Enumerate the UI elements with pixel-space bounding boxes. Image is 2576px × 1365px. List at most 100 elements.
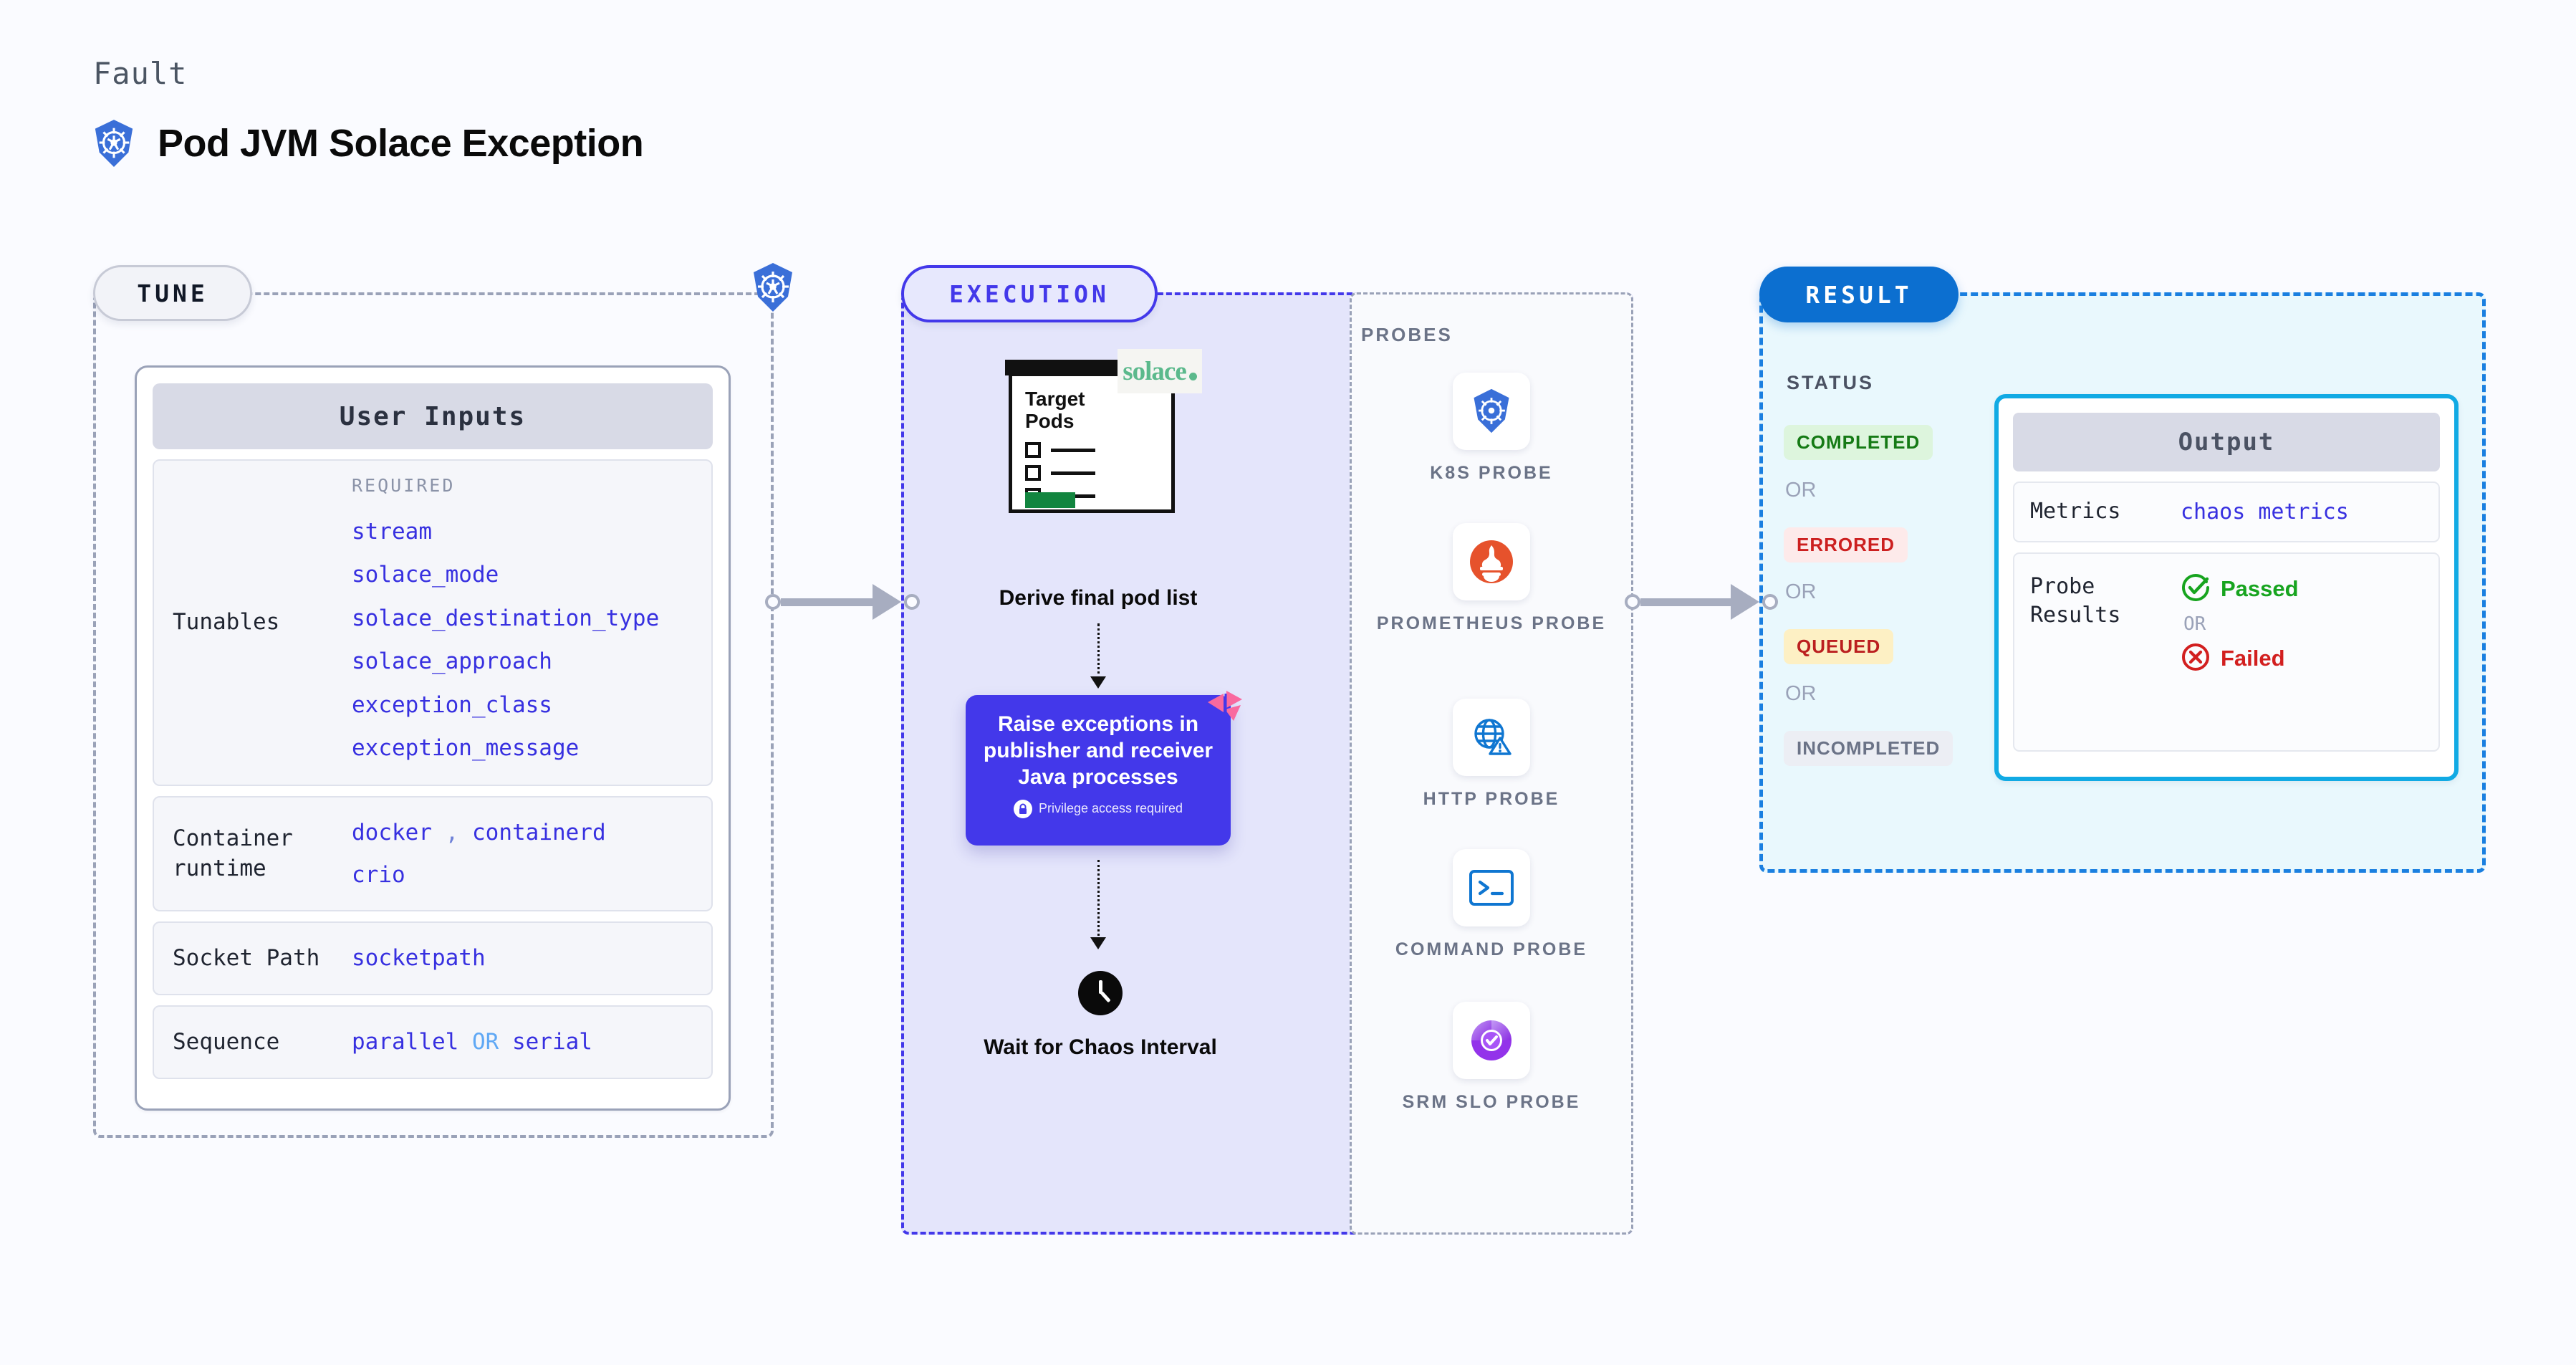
runtime-docker[interactable]: docker	[352, 819, 432, 846]
status-or-separator: OR	[1785, 682, 1817, 705]
runtime-containerd[interactable]: containerd	[472, 819, 606, 846]
probe-label: COMMAND PROBE	[1395, 939, 1588, 959]
probe-results-values: Passed OR Failed	[2181, 573, 2299, 676]
kubernetes-icon	[749, 262, 797, 312]
srm-slo-icon	[1453, 1002, 1530, 1079]
probe-results-or: OR	[2183, 613, 2206, 635]
result-stage-pill[interactable]: RESULT	[1759, 267, 1959, 322]
flow-arrow-line	[1097, 623, 1100, 679]
metrics-value[interactable]: chaos metrics	[2181, 499, 2349, 525]
solace-wordmark: solace	[1123, 356, 1187, 386]
eyebrow-label: Fault	[93, 56, 188, 91]
pod-list-item	[1025, 465, 1095, 481]
wait-for-chaos-interval-caption: Wait for Chaos Interval	[984, 1035, 1217, 1059]
kubernetes-icon	[1453, 373, 1530, 450]
probe-srm-slo[interactable]: SRM SLO PROBE	[1350, 1002, 1633, 1115]
status-or-separator: OR	[1785, 580, 1817, 603]
list-dash	[1051, 448, 1095, 452]
status-or-separator: OR	[1785, 479, 1817, 502]
connector-start-dot	[1625, 594, 1640, 610]
status-badge-incompleted: INCOMPLETED	[1784, 731, 1953, 766]
action-card[interactable]: Raise exceptions in publisher and receiv…	[966, 691, 1242, 846]
probe-results-row: Probe Results Passed OR	[2013, 552, 2440, 752]
flow-arrow-head	[1090, 937, 1106, 949]
clock-icon	[1078, 971, 1123, 1015]
socket-path-value[interactable]: socketpath	[352, 945, 486, 972]
probe-result-failed: Failed	[2181, 642, 2299, 676]
status-title: STATUS	[1787, 372, 1874, 393]
check-circle-icon	[2181, 573, 2211, 606]
status-badge-completed: COMPLETED	[1784, 425, 1933, 460]
connector-end-dot	[904, 594, 920, 610]
privilege-note-text: Privilege access required	[1038, 801, 1183, 816]
sequence-values: parallel OR serial	[352, 1021, 592, 1063]
probe-result-passed: Passed	[2181, 573, 2299, 606]
action-card-text: Raise exceptions in publisher and receiv…	[983, 712, 1213, 790]
failed-label: Failed	[2221, 646, 2285, 671]
tunable-stream[interactable]: stream	[352, 519, 432, 545]
tunable-exception-class[interactable]: exception_class	[352, 691, 552, 718]
tunables-values: REQUIRED stream solace_mode solace_desti…	[352, 475, 659, 770]
output-card: Output Metrics chaos metrics Probe Resul…	[1994, 394, 2459, 781]
tunable-solace-destination-type[interactable]: solace_destination_type	[352, 605, 660, 631]
probe-results-label: Probe Results	[2030, 573, 2121, 628]
container-runtime-row: Container runtime docker , containerd cr…	[153, 795, 713, 912]
connector-arrowhead	[873, 584, 901, 620]
page-title-row: Pod JVM Solace Exception	[92, 119, 644, 168]
pod-card-title-line1: Target	[1025, 388, 1085, 410]
prometheus-icon	[1453, 523, 1530, 600]
probe-command[interactable]: COMMAND PROBE	[1350, 849, 1633, 962]
solace-logo: solace	[1118, 349, 1202, 393]
tunables-label: Tunables	[173, 608, 280, 635]
sequence-serial[interactable]: serial	[511, 1029, 592, 1055]
connector-arrowhead	[1731, 584, 1759, 620]
probes-title: PROBES	[1361, 324, 1453, 345]
checkbox-icon	[1025, 465, 1041, 481]
status-badge-errored: ERRORED	[1784, 527, 1908, 562]
connector-line	[781, 598, 874, 606]
page-title: Pod JVM Solace Exception	[158, 122, 644, 165]
connector-end-dot	[1762, 594, 1778, 610]
connector-tune-to-execution	[765, 584, 920, 620]
passed-label: Passed	[2221, 576, 2299, 601]
lock-icon	[1013, 799, 1032, 818]
pod-list-item	[1025, 442, 1095, 458]
kubernetes-icon	[92, 119, 136, 168]
tunable-exception-message[interactable]: exception_message	[352, 735, 580, 762]
probe-label: K8S PROBE	[1430, 463, 1553, 483]
runtime-crio[interactable]: crio	[352, 861, 405, 888]
privilege-note-row: Privilege access required	[977, 799, 1219, 818]
tunable-solace-approach[interactable]: solace_approach	[352, 648, 552, 675]
metrics-row: Metrics chaos metrics	[2013, 482, 2440, 542]
tunable-solace-mode[interactable]: solace_mode	[352, 562, 499, 588]
probe-prometheus[interactable]: PROMETHEUS PROBE	[1350, 523, 1633, 636]
probe-label: HTTP PROBE	[1423, 789, 1560, 809]
connector-execution-to-result	[1625, 584, 1778, 620]
sequence-label: Sequence	[173, 1028, 280, 1055]
tune-stage-container	[93, 292, 774, 1138]
user-inputs-title: User Inputs	[153, 383, 713, 449]
globe-warning-icon	[1453, 699, 1530, 776]
sequence-parallel[interactable]: parallel	[352, 1029, 459, 1055]
list-dash	[1051, 471, 1095, 475]
status-badge-queued: QUEUED	[1784, 629, 1894, 664]
pod-green-bar	[1025, 492, 1075, 508]
pod-card: Target Pods	[1009, 373, 1175, 513]
tunables-row: Tunables REQUIRED stream solace_mode sol…	[153, 459, 713, 786]
probe-label: SRM SLO PROBE	[1402, 1092, 1581, 1112]
metrics-label: Metrics	[2030, 499, 2121, 524]
tune-stage-pill[interactable]: TUNE	[93, 265, 252, 321]
probe-http[interactable]: HTTP PROBE	[1350, 699, 1633, 812]
container-runtime-values: docker , containerd crio	[352, 812, 606, 896]
target-pods-illustration: Target Pods solace	[1005, 349, 1202, 516]
connector-start-dot	[765, 594, 781, 610]
probe-k8s[interactable]: K8S PROBE	[1350, 373, 1633, 486]
socket-path-row: Socket Path socketpath	[153, 921, 713, 996]
solace-dot-icon	[1188, 372, 1197, 380]
connector-line	[1640, 598, 1732, 606]
chaos-ribbon-icon	[1202, 684, 1246, 728]
sequence-row: Sequence parallel OR serial	[153, 1005, 713, 1080]
execution-stage-pill[interactable]: EXECUTION	[901, 265, 1158, 322]
sequence-or: OR	[471, 1029, 499, 1055]
